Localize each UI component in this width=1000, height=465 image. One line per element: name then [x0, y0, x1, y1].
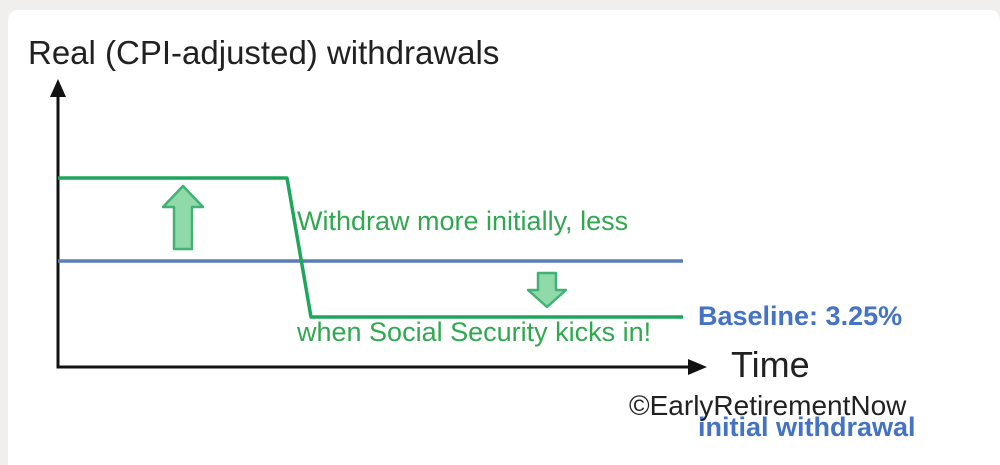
- up-block-arrow-icon: [161, 184, 205, 251]
- axes-lines: [56, 94, 690, 369]
- baseline-annotation: Baseline: 3.25% initial withdrawal: [698, 224, 916, 465]
- chart-title: Real (CPI-adjusted) withdrawals: [28, 34, 500, 71]
- baseline-annotation-line2: initial withdrawal: [698, 412, 916, 442]
- strategy-annotation: Withdraw more initially, less when Socia…: [297, 129, 651, 425]
- down-block-arrow-icon: [526, 271, 568, 309]
- strategy-annotation-line1: Withdraw more initially, less: [297, 206, 629, 236]
- baseline-annotation-line1: Baseline: 3.25%: [698, 301, 903, 331]
- watermark-credit: ©EarlyRetirementNow: [629, 390, 907, 421]
- strategy-annotation-line2: when Social Security kicks in!: [297, 317, 652, 347]
- strategy-series-line: [58, 176, 683, 319]
- x-axis-arrowhead-icon: [688, 359, 707, 375]
- y-axis-arrowhead-icon: [50, 79, 66, 97]
- x-axis-label: Time: [731, 344, 810, 385]
